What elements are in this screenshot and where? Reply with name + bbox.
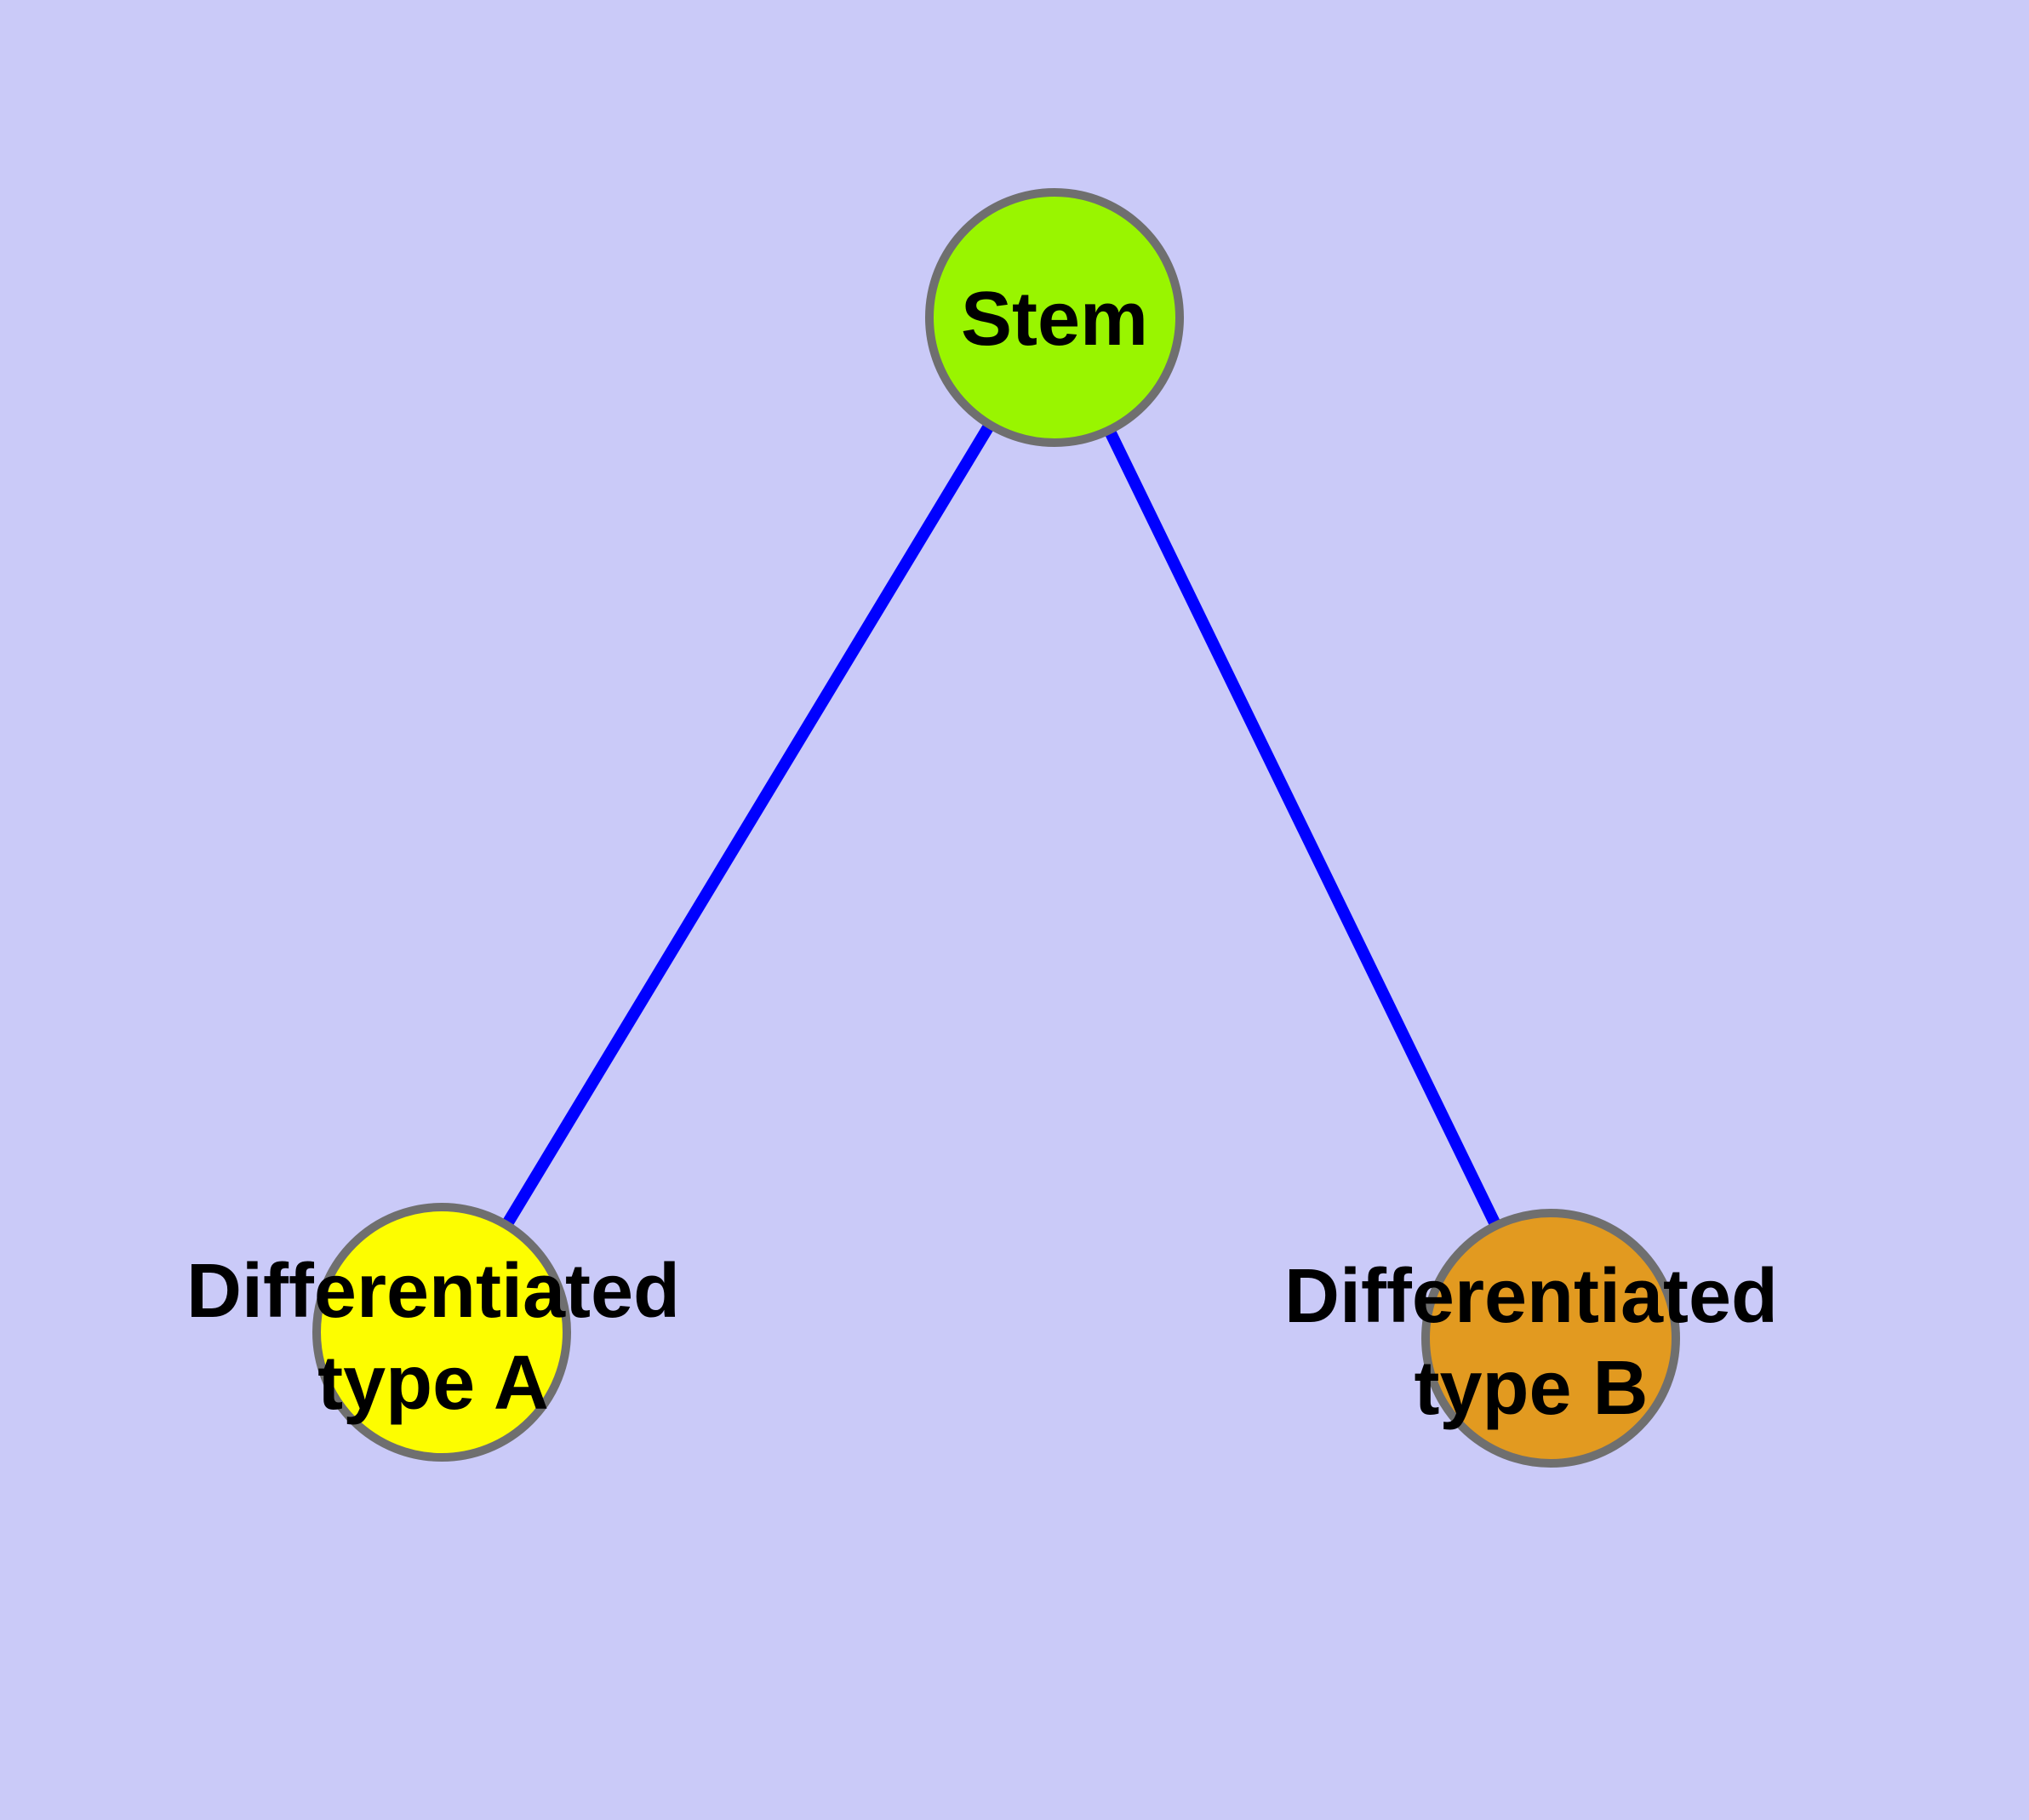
node-differentiated-type-a xyxy=(312,1203,571,1462)
edge-stem-to-type-a xyxy=(437,314,1060,1336)
node-type-b-label-line1: Differentiated xyxy=(1284,1254,1778,1339)
node-type-b-label-line2: type B xyxy=(1414,1346,1648,1431)
node-type-a-label-line2: type A xyxy=(317,1341,549,1426)
node-type-a-label-line1: Differentiated xyxy=(186,1249,680,1334)
node-stem xyxy=(925,188,1184,447)
node-differentiated-type-b xyxy=(1421,1209,1680,1468)
node-stem-label: Stem xyxy=(961,277,1148,362)
edge-stem-to-type-b xyxy=(1049,314,1557,1342)
